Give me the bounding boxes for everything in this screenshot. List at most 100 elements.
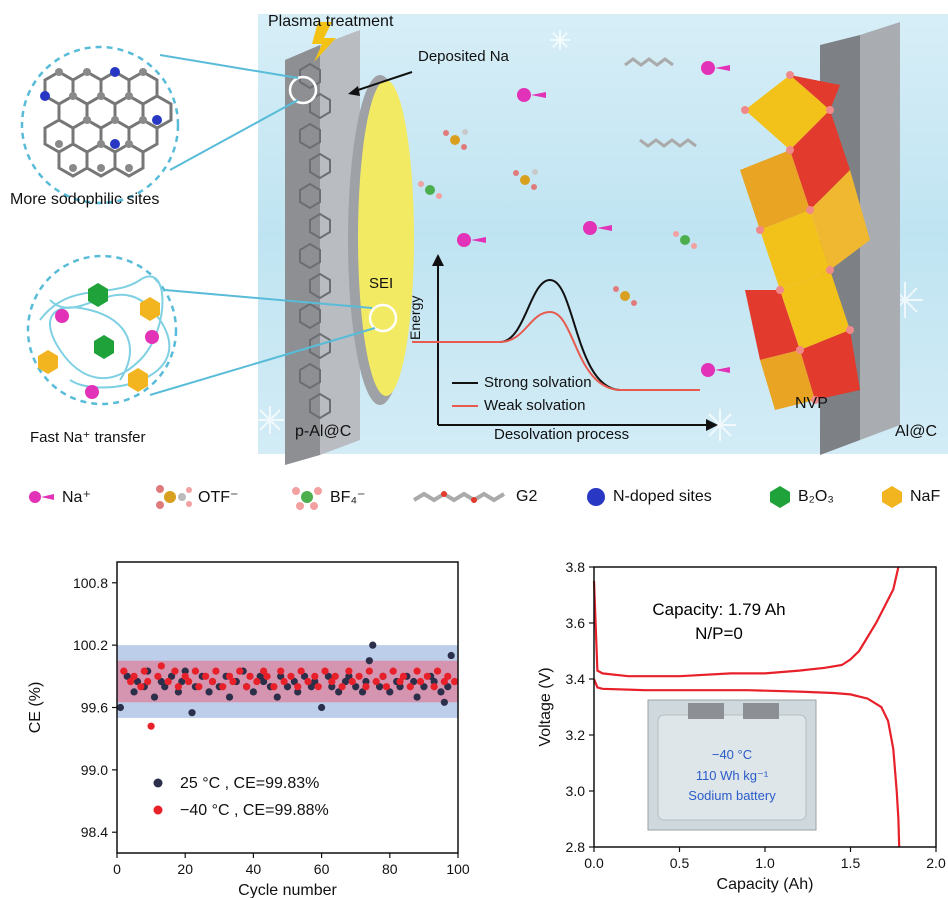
anode-label: p-Al@C xyxy=(295,423,352,440)
y-tick-label: 3.6 xyxy=(566,615,586,631)
ce-point-series0 xyxy=(260,677,268,686)
n-doped-sphere-icon xyxy=(587,488,605,506)
fast-transfer-label: Fast Na⁺ transfer xyxy=(30,429,146,446)
bf4-molecule-icon xyxy=(292,487,322,510)
ce-point-series1 xyxy=(413,667,421,675)
otf-molecule-icon xyxy=(156,485,192,509)
ce-point-series0 xyxy=(283,683,292,691)
ce-point-series0 xyxy=(249,688,257,696)
ce-point-series1 xyxy=(314,683,322,691)
ce-point-series1 xyxy=(236,667,244,675)
ce-point-series0 xyxy=(437,688,445,696)
collector-label: Al@C xyxy=(895,423,938,440)
y-tick-label: 98.4 xyxy=(81,824,108,840)
ce-point-series1 xyxy=(297,667,305,675)
ce-point-series0 xyxy=(161,683,169,691)
ce-point-series1 xyxy=(430,683,438,691)
snowflake-icon xyxy=(256,406,284,434)
carbon-layer xyxy=(299,62,331,420)
ce-point-series1 xyxy=(416,677,425,686)
x-tick-label: 60 xyxy=(314,861,330,877)
x-tick-label: 20 xyxy=(177,861,193,877)
strong-solvation-label: Strong solvation xyxy=(484,374,592,391)
legend-bf4-label: BF₄⁻ xyxy=(330,489,366,506)
ce-point-series0 xyxy=(130,688,138,696)
legend-label: 25 °C , CE=99.83% xyxy=(180,775,319,792)
x-tick-label: 100 xyxy=(446,861,470,877)
ce-point-series1 xyxy=(181,672,189,680)
ce-point-series0 xyxy=(396,683,404,691)
snowflake-icon xyxy=(887,282,923,318)
ce-point-series1 xyxy=(440,677,448,686)
battery-tab-right xyxy=(743,703,779,719)
legend-marker xyxy=(153,805,163,815)
x-axis-title: Cycle number xyxy=(238,882,337,898)
y-axis-title: Voltage (V) xyxy=(537,667,554,746)
ce-point-series1 xyxy=(242,683,251,691)
ce-point-series1 xyxy=(157,662,165,670)
ce-point-series0 xyxy=(205,688,213,696)
ce-point-series1 xyxy=(147,722,155,730)
x-tick-label: 2.0 xyxy=(926,855,946,871)
ce-point-series0 xyxy=(328,683,336,691)
legend-b2o3-label: B₂O₃ xyxy=(798,488,834,505)
ce-point-series1 xyxy=(423,672,431,680)
ce-point-series1 xyxy=(396,677,404,686)
x-tick-label: 40 xyxy=(246,861,262,877)
legend-otf-label: OTF⁻ xyxy=(198,489,239,506)
ce-point-series0 xyxy=(358,688,367,696)
y-tick-label: 3.2 xyxy=(566,727,586,743)
ce-point-series1 xyxy=(321,667,329,675)
ce-point-series0 xyxy=(225,693,234,701)
ce-point-series0 xyxy=(352,683,360,691)
ce-point-series1 xyxy=(154,672,162,680)
legend-b2o3: B₂O₃ xyxy=(768,480,834,514)
legend-n-doped-label: N-doped sites xyxy=(613,488,712,505)
x-axis-title: Capacity (Ah) xyxy=(717,876,814,893)
cathode-label: NVP xyxy=(795,395,828,412)
ce-point-series1 xyxy=(304,677,312,686)
y-tick-label: 3.4 xyxy=(566,671,586,687)
ce-point-series1 xyxy=(130,672,138,680)
strong-solvation-curve xyxy=(412,278,700,391)
ce-point-series1 xyxy=(444,672,452,680)
ce-point-series1 xyxy=(362,683,370,691)
ce-point-series1 xyxy=(185,677,193,686)
ce-point-series1 xyxy=(195,683,203,691)
ce-point-series0 xyxy=(256,672,264,680)
capacity-annotation: Capacity: 1.79 Ah xyxy=(652,600,785,619)
ce-point-series0 xyxy=(362,677,370,686)
sodophilic-label: More sodophilic sites xyxy=(10,191,160,208)
ce-point-series1 xyxy=(372,677,380,686)
y-tick-label: 3.0 xyxy=(566,783,586,799)
battery-pouch xyxy=(657,714,807,821)
ce-point-series1 xyxy=(246,672,254,680)
ce-point-series1 xyxy=(348,677,356,686)
y-axis-title: CE (%) xyxy=(27,682,44,734)
ce-point-series1 xyxy=(253,677,261,686)
deposited-na-disc xyxy=(358,80,414,396)
np-annotation: N/P=0 xyxy=(695,624,743,643)
ce-point-series1 xyxy=(379,672,387,680)
deposited-arrow xyxy=(351,71,413,93)
y-tick-label: 99.0 xyxy=(81,762,108,778)
ce-point-series1 xyxy=(144,677,152,686)
ce-point-series1 xyxy=(280,677,288,686)
ce-point-series1 xyxy=(450,677,459,686)
x-tick-label: 0.0 xyxy=(584,855,604,871)
ce-point-series0 xyxy=(447,651,455,660)
ce-point-series0 xyxy=(440,698,448,706)
energy-diagram xyxy=(412,254,718,431)
ce-point-series0 xyxy=(273,693,281,701)
ce-point-series1 xyxy=(365,667,373,675)
ce-point-series0 xyxy=(123,672,131,680)
ce-point-series0 xyxy=(335,688,343,696)
battery-tab-left xyxy=(688,703,724,719)
ce-point-series1 xyxy=(225,672,234,680)
legend-marker xyxy=(153,778,163,788)
ce-point-series1 xyxy=(277,667,285,675)
na-ion-group xyxy=(457,61,730,377)
ce-point-series0 xyxy=(150,693,159,701)
voltage-curve-1 xyxy=(592,678,901,848)
